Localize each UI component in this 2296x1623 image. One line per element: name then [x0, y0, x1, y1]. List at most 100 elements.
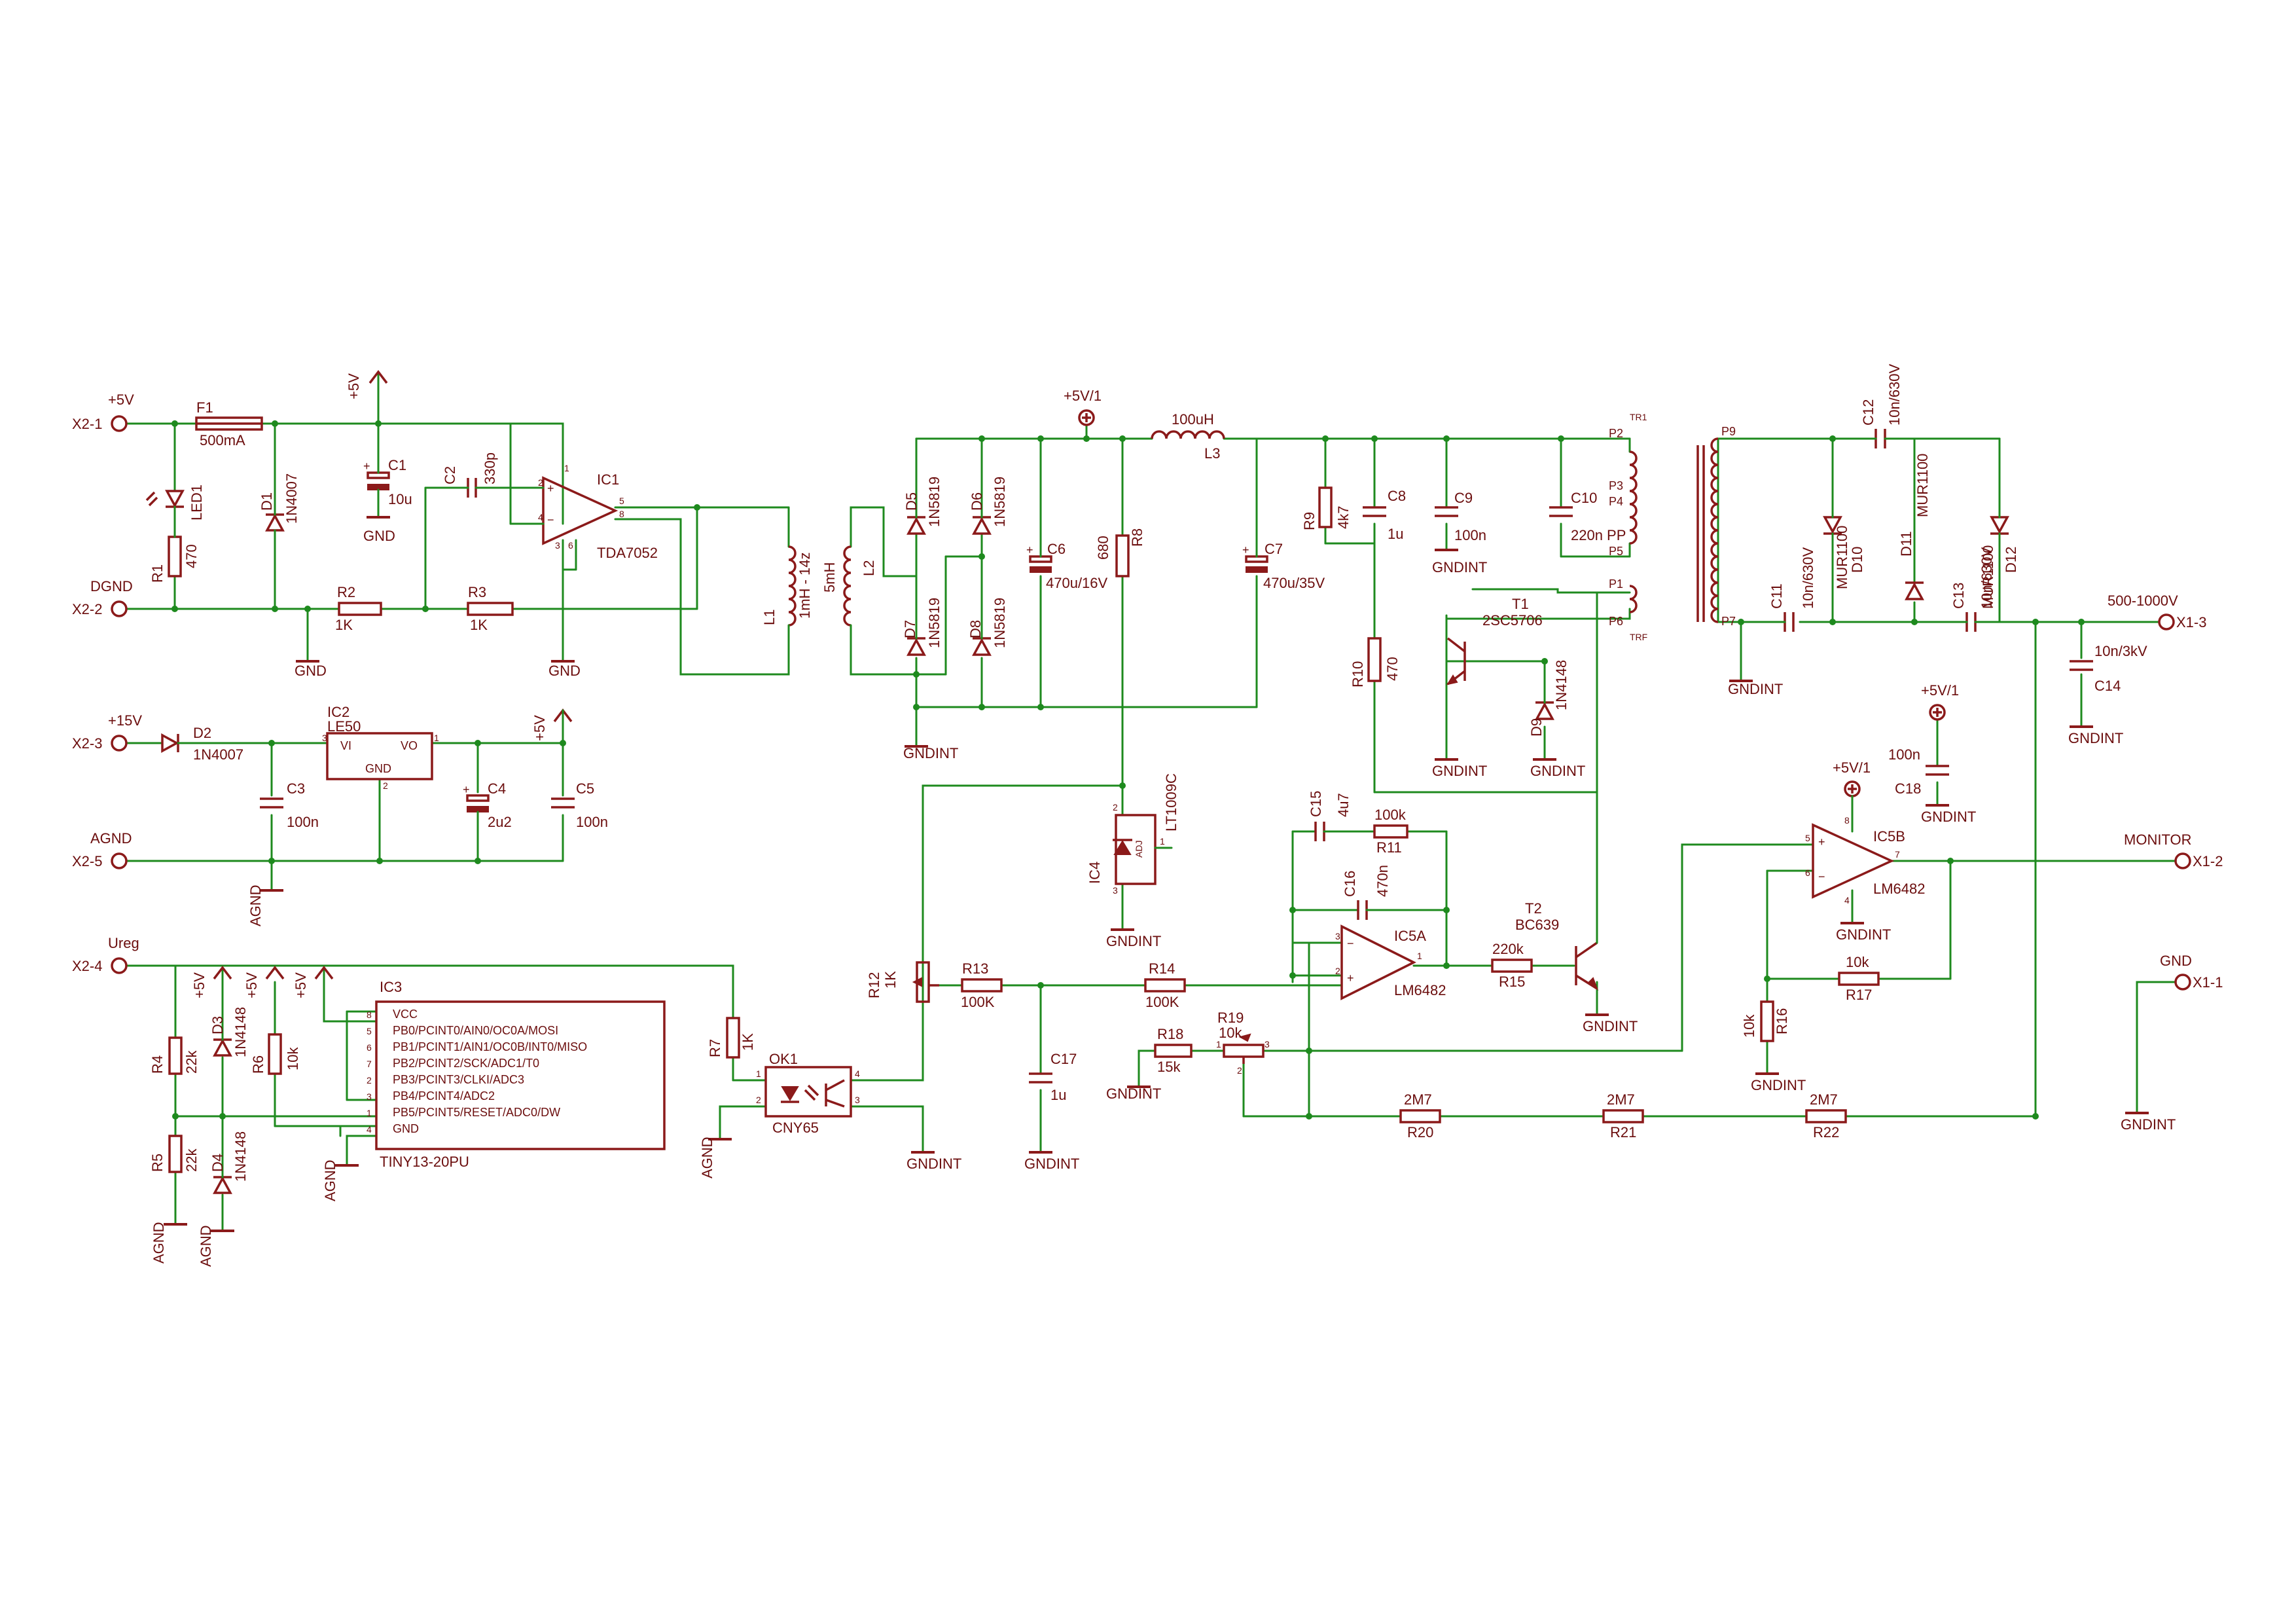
- inductor-l2[interactable]: 5mH L2: [821, 545, 877, 633]
- diode-d6[interactable]: D6 1N5819: [969, 477, 1008, 535]
- capacitor-c6[interactable]: + C6 470u/16V: [1026, 541, 1108, 591]
- resistor-r21[interactable]: 2M7 R21: [1602, 1091, 1644, 1140]
- connector-x2-2[interactable]: X2-2 DGND: [72, 578, 133, 617]
- opamp-ic5b[interactable]: + − 5 6 7 8 4 IC5B LM6482: [1805, 815, 1926, 905]
- resistor-r2[interactable]: R2 1K: [335, 584, 382, 633]
- resistor-r18[interactable]: R18 15k: [1154, 1026, 1193, 1075]
- resistor-r6[interactable]: R6 10k: [250, 1033, 301, 1075]
- resistor-r22[interactable]: 2M7 R22: [1805, 1091, 1847, 1140]
- resistor-r16[interactable]: 10k R16: [1741, 1000, 1790, 1042]
- svg-text:470: 470: [183, 544, 200, 568]
- svg-text:100n: 100n: [287, 814, 319, 830]
- connector-x2-4[interactable]: X2-4 Ureg: [72, 935, 139, 974]
- svg-text:8: 8: [367, 1010, 372, 1020]
- diode-d11[interactable]: D11 MUR1100: [1898, 454, 1931, 600]
- resistor-r15[interactable]: 220k R15: [1491, 941, 1533, 990]
- diode-d3[interactable]: D3 1N4148: [209, 1007, 249, 1057]
- capacitor-c1[interactable]: + C1 10u: [363, 457, 412, 507]
- transistor-t1[interactable]: T1 2SC5706: [1446, 596, 1543, 685]
- transformer-tr1[interactable]: TR1 TRF P2 P3 P4 P5 P1 P6 P9 P7: [1609, 412, 1736, 642]
- transistor-t2[interactable]: T2 BC639: [1515, 591, 1599, 991]
- led-led1[interactable]: LED1: [145, 484, 205, 520]
- diode-d4[interactable]: D4 1N4148: [209, 1131, 249, 1194]
- svg-text:3: 3: [1265, 1039, 1270, 1049]
- capacitor-c7[interactable]: + C7 470u/35V: [1242, 541, 1325, 591]
- resistor-r17[interactable]: 10k R17: [1838, 954, 1880, 1003]
- resistor-r7[interactable]: R7 1K: [707, 1017, 756, 1059]
- trimmer-r12[interactable]: R12 1K: [866, 961, 939, 1003]
- diode-d9[interactable]: D9 1N4148: [1528, 660, 1570, 737]
- resistor-r8[interactable]: 680 R8: [1095, 528, 1145, 577]
- svg-text:D12: D12: [2003, 547, 2019, 573]
- svg-text:3: 3: [555, 540, 560, 551]
- optocoupler-ok1[interactable]: OK1 CNY65 1 2 4 3: [756, 1051, 860, 1136]
- resistor-r9[interactable]: R9 4k7: [1301, 486, 1352, 530]
- svg-text:OK1: OK1: [769, 1051, 798, 1067]
- svg-text:5mH: 5mH: [821, 562, 838, 593]
- connector-x1-2[interactable]: X1-2 MONITOR: [2124, 831, 2223, 869]
- resistor-r10[interactable]: R10 470: [1350, 637, 1401, 687]
- connector-x2-5[interactable]: X2-5 AGND: [72, 830, 132, 869]
- capacitor-c18[interactable]: 100n C18: [1888, 746, 1949, 797]
- connector-x2-3[interactable]: X2-3 +15V: [72, 712, 142, 752]
- resistor-r5[interactable]: R5 22k: [149, 1135, 200, 1173]
- svg-text:470u/16V: 470u/16V: [1046, 575, 1108, 591]
- svg-text:MUR1100: MUR1100: [1914, 454, 1931, 517]
- capacitor-c17[interactable]: C17 1u: [1029, 1051, 1077, 1103]
- diode-d8[interactable]: D8 1N5819: [967, 598, 1008, 656]
- fuse-f1[interactable]: F1 500mA: [195, 399, 263, 448]
- resistor-r3[interactable]: R3 1K: [467, 584, 514, 633]
- capacitor-c16[interactable]: C16 470n: [1342, 865, 1391, 920]
- gndint-icon: GNDINT: [1106, 1085, 1161, 1102]
- reference-ic4[interactable]: ADJ 2 3 1 IC4 LT1009C: [1086, 773, 1179, 896]
- capacitor-c9[interactable]: C9 100n: [1435, 490, 1486, 543]
- inductor-l3[interactable]: 100uH L3: [1151, 411, 1225, 462]
- svg-text:2: 2: [1113, 802, 1118, 812]
- capacitor-c5[interactable]: C5 100n: [551, 780, 608, 830]
- resistor-r11[interactable]: 100k R11: [1373, 807, 1408, 856]
- resistor-r20[interactable]: 2M7 R20: [1399, 1091, 1441, 1140]
- capacitor-c14[interactable]: 10n/3kV C14: [2070, 643, 2147, 694]
- microcontroller-ic3[interactable]: IC3 TINY13-20PU VCC PB0/PCINT0/AIN0/OC0A…: [367, 979, 666, 1170]
- capacitor-c15[interactable]: C15 4u7: [1308, 791, 1352, 841]
- diode-d10[interactable]: MUR1100 D10: [1823, 509, 1865, 589]
- svg-text:6: 6: [1805, 867, 1810, 878]
- resistor-r14[interactable]: R14 100K: [1144, 960, 1186, 1010]
- connector-x2-1[interactable]: X2-1 +5V: [72, 392, 134, 432]
- agnd-icon: AGND: [198, 1225, 236, 1267]
- resistor-r13[interactable]: R13 100K: [961, 960, 1003, 1010]
- capacitor-c2[interactable]: C2 330p: [442, 452, 498, 498]
- svg-text:GNDINT: GNDINT: [1921, 809, 1976, 825]
- svg-text:10k: 10k: [285, 1047, 301, 1070]
- connector-x1-3[interactable]: X1-3 500-1000V: [2108, 593, 2206, 630]
- ic3-pin-pb3: PB3/PCINT3/CLKI/ADC3: [393, 1073, 524, 1086]
- diode-d12[interactable]: MUR1100 D12: [1980, 509, 2019, 609]
- capacitor-c3[interactable]: C3 100n: [260, 780, 319, 830]
- capacitor-c8[interactable]: C8 1u: [1363, 488, 1406, 542]
- capacitor-c11[interactable]: C11 10n/630V: [1768, 547, 1816, 632]
- svg-text:1K: 1K: [740, 1033, 756, 1051]
- diode-d7[interactable]: D7 1N5819: [902, 598, 942, 656]
- svg-text:L2: L2: [861, 560, 877, 576]
- capacitor-c10[interactable]: C10 220n PP: [1549, 490, 1626, 543]
- svg-text:T1: T1: [1512, 596, 1529, 612]
- opamp-ic5a[interactable]: − + 3 2 1 IC5A LM6482: [1335, 924, 1446, 1000]
- capacitor-c12[interactable]: C12 10n/630V: [1860, 363, 1903, 448]
- capacitor-c4[interactable]: + C4 2u2: [463, 780, 512, 830]
- svg-text:+: +: [1818, 835, 1825, 848]
- amplifier-ic1[interactable]: + − 2 4 1 3 6 5 8 IC1 TDA7052: [537, 463, 658, 561]
- svg-text:470u/35V: 470u/35V: [1263, 575, 1325, 591]
- resistor-r1[interactable]: R1 470: [149, 505, 200, 583]
- diode-d2[interactable]: D2 1N4007: [161, 725, 243, 763]
- trimmer-r19[interactable]: R19 10k 1 3 2: [1216, 1010, 1270, 1076]
- regulator-ic2[interactable]: 3 1 2 VI VO GND IC2 LE50: [322, 704, 439, 791]
- svg-text:680: 680: [1095, 536, 1111, 560]
- capacitor-c13[interactable]: C13 10n/630V: [1950, 547, 1995, 632]
- ic3-pin-pb0: PB0/PCINT0/AIN0/OC0A/MOSI: [393, 1024, 558, 1037]
- inductor-l1[interactable]: L1 1mH - 14z: [761, 545, 813, 633]
- resistor-r4[interactable]: R4 22k: [149, 1036, 200, 1075]
- connector-x2-3-net: +15V: [108, 712, 142, 729]
- diode-d1[interactable]: D1 1N4007: [259, 473, 300, 545]
- diode-d5[interactable]: D5 1N5819: [903, 477, 942, 535]
- connector-x1-1[interactable]: X1-1 GND: [2160, 953, 2223, 991]
